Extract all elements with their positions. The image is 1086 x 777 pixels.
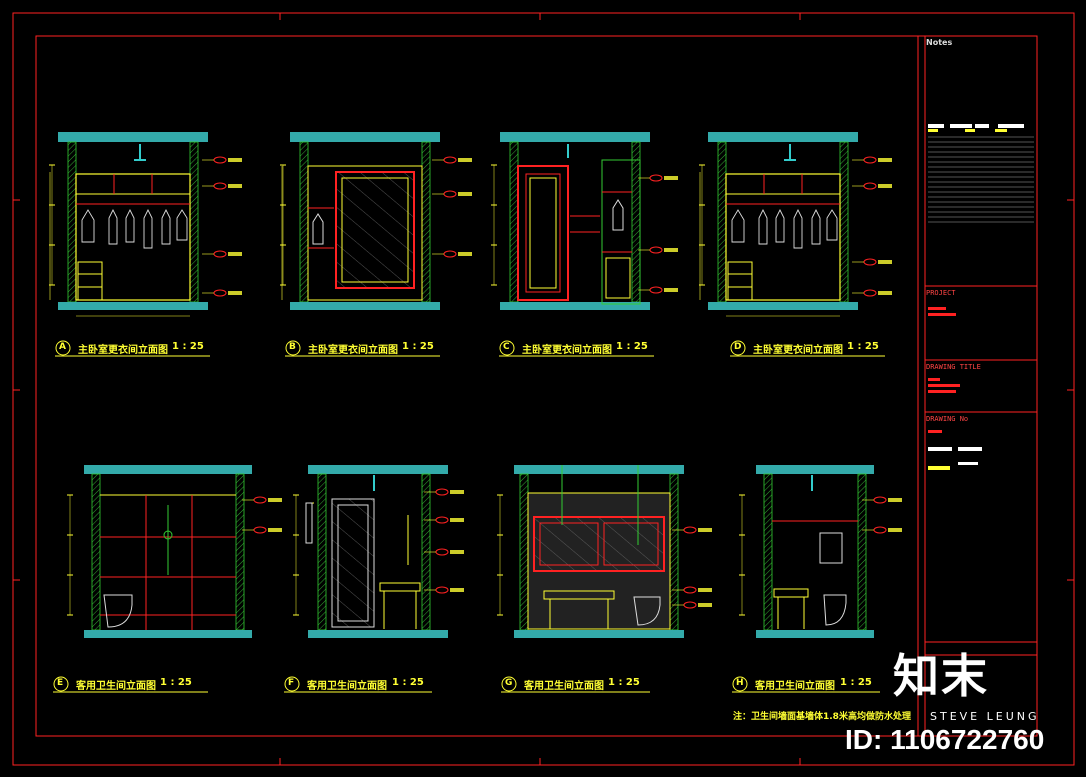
- elevation-b-scale: 1 : 25: [402, 341, 434, 352]
- elevation-g-letter: G: [505, 678, 513, 688]
- elevation-b-drawing: [281, 131, 441, 311]
- outer-border: [12, 12, 1075, 766]
- elevation-c-letter: C: [503, 342, 510, 352]
- elevation-f-title: 客用卫生间立面图: [307, 681, 387, 692]
- elevation-e-letter: E: [57, 678, 64, 688]
- inner-border: [35, 35, 1038, 737]
- elevation-h-letter: H: [736, 678, 744, 688]
- watermark-brand: STEVE LEUNG: [930, 710, 1040, 723]
- elevation-h-scale: 1 : 25: [840, 677, 872, 688]
- elevation-d-title: 主卧室更衣间立面图: [753, 345, 843, 356]
- elevation-title-marks: [53, 340, 885, 693]
- elevation-a-title: 主卧室更衣间立面图: [78, 345, 168, 356]
- elevation-g-drawing: [513, 464, 685, 639]
- elevation-g-scale: 1 : 25: [608, 677, 640, 688]
- elevation-f-scale: 1 : 25: [392, 677, 424, 688]
- drawing-no-label: DRAWING No: [926, 415, 969, 423]
- waterproofing-note: 注：卫生间墙面基墙体1.8米高均做防水处理: [733, 712, 911, 722]
- elevation-g-title: 客用卫生间立面图: [524, 681, 604, 692]
- elevation-c-drawing: [499, 131, 651, 311]
- elevation-d-scale: 1 : 25: [847, 341, 879, 352]
- elevation-a-scale: 1 : 25: [172, 341, 204, 352]
- elevation-e-title: 客用卫生间立面图: [76, 681, 156, 692]
- notes-label: Notes: [926, 38, 953, 47]
- elevation-a-letter: A: [59, 342, 66, 352]
- elevation-c-scale: 1 : 25: [616, 341, 648, 352]
- elevation-a-drawing: [49, 131, 209, 317]
- title-block: [925, 124, 1037, 656]
- elevation-d-drawing: [699, 131, 859, 317]
- drawing-title-label: DRAWING TITLE: [926, 363, 981, 371]
- elevation-d-letter: D: [734, 342, 742, 352]
- elevation-f-drawing: [305, 464, 449, 639]
- project-label: PROJECT: [926, 289, 956, 297]
- elevation-b-letter: B: [289, 342, 296, 352]
- watermark-logo: 知末: [893, 649, 989, 703]
- elevation-h-drawing: [755, 464, 875, 639]
- elevation-b-title: 主卧室更衣间立面图: [308, 345, 398, 356]
- elevation-f-letter: F: [288, 678, 295, 688]
- watermark-id: ID: 1106722760: [845, 724, 1045, 755]
- elevation-e-drawing: [83, 464, 253, 639]
- elevation-c-title: 主卧室更衣间立面图: [522, 345, 612, 356]
- elevation-h-title: 客用卫生间立面图: [755, 681, 835, 692]
- elevation-e-scale: 1 : 25: [160, 677, 192, 688]
